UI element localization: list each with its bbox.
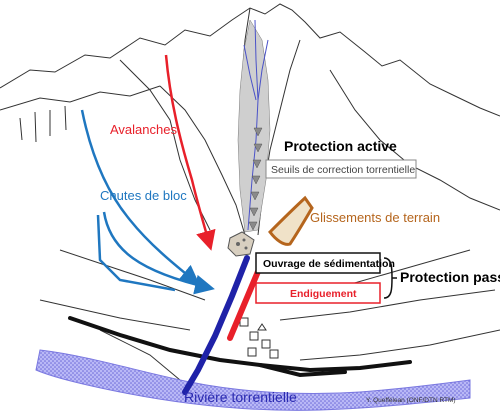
endiguement-label: Endiguement: [290, 288, 357, 300]
drainage-network: [243, 19, 269, 231]
dike: [227, 259, 265, 341]
riviere-label: Rivière torrentielle: [184, 389, 297, 405]
endiguement-box: [255, 282, 381, 304]
protection-active-label: Protection active: [284, 138, 397, 154]
sedimentation-structure: [227, 231, 255, 257]
ouvrage-box: [255, 252, 381, 274]
rockfall-arrows: [80, 109, 215, 295]
credit-label: Y. Queffélean (ONF/DTN RTM): [366, 397, 456, 404]
chutes-de-bloc-label: Chutes de bloc: [100, 188, 187, 203]
seuils-box: [265, 159, 417, 179]
avalanches-label: Avalanches: [110, 122, 177, 137]
ouvrage-label: Ouvrage de sédimentation: [263, 258, 395, 270]
roads: [68, 316, 412, 378]
protection-passive-label: Protection passive: [400, 269, 500, 285]
passive-bracket: [383, 257, 397, 299]
seuils-label: Seuils de correction torrentielle: [271, 164, 415, 176]
landslide-shape: [268, 195, 314, 246]
avalanche-arrow: [164, 54, 216, 251]
glissements-label: Glissements de terrain: [310, 210, 440, 225]
seuils-markers: [248, 127, 263, 231]
houses: [239, 317, 279, 359]
torrent-channel: [182, 255, 250, 395]
